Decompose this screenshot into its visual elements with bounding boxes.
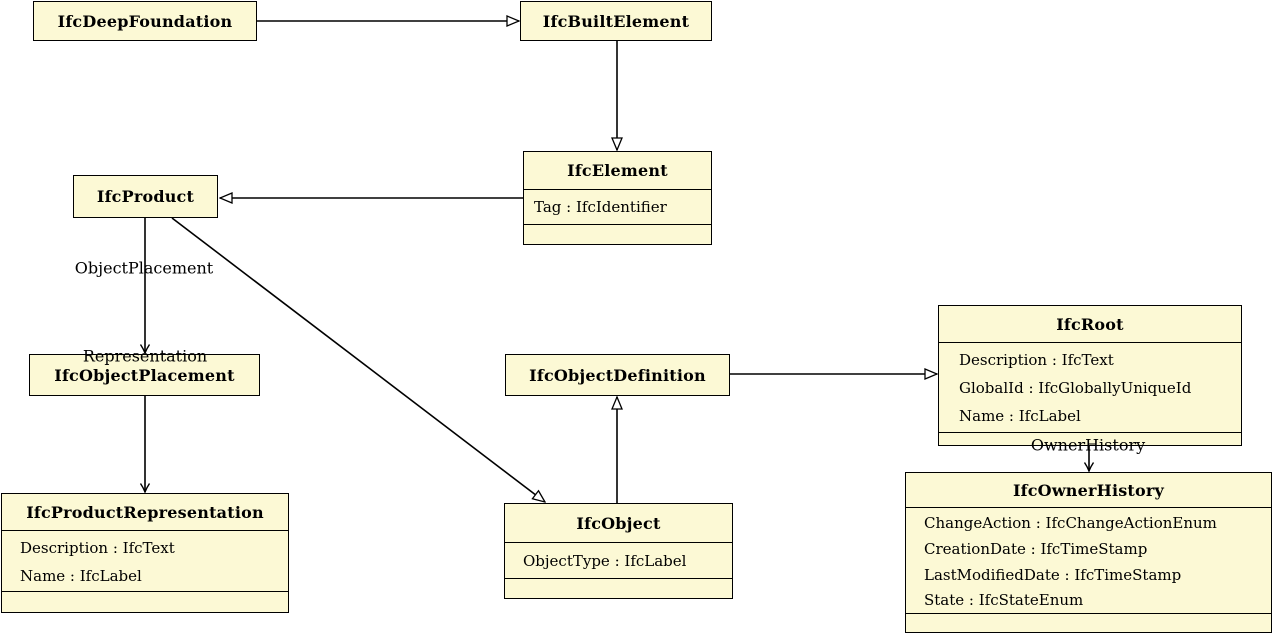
attribute-row: ObjectType : IfcLabel (523, 552, 687, 570)
class-attributes-ifcroot: Description : IfcText GlobalId : IfcGlob… (939, 343, 1241, 433)
edge-label-objectplacement: ObjectPlacement (74, 258, 214, 278)
attribute-row: LastModifiedDate : IfcTimeStamp (924, 565, 1182, 584)
attribute-row: GlobalId : IfcGloballyUniqueId (959, 379, 1192, 397)
attribute-row: Description : IfcText (959, 351, 1114, 369)
class-title-ifcobjectdefinition: IfcObjectDefinition (529, 365, 706, 385)
class-ifcbuiltelement: IfcBuiltElement (520, 1, 712, 41)
generalization-ifcproduct-to-ifcobject (171, 217, 545, 502)
edge-label-representation: Representation (82, 346, 208, 366)
class-ifcelement: IfcElement Tag : IfcIdentifier (523, 151, 712, 245)
class-ifcobjectdefinition: IfcObjectDefinition (505, 354, 730, 396)
class-ifcroot: IfcRoot Description : IfcText GlobalId :… (938, 305, 1242, 446)
class-title-ifcroot: IfcRoot (939, 306, 1241, 343)
class-attributes-ifcelement: Tag : IfcIdentifier (524, 190, 711, 225)
class-title-ifcobject: IfcObject (505, 504, 732, 543)
attribute-row: State : IfcStateEnum (924, 591, 1084, 610)
edge-label-ownerhistory: OwnerHistory (1030, 435, 1146, 455)
attribute-row: Name : IfcLabel (959, 407, 1081, 425)
class-attributes-ifcownerhistory: ChangeAction : IfcChangeActionEnum Creat… (906, 508, 1271, 614)
class-attributes-ifcproductrepresentation: Description : IfcText Name : IfcLabel (2, 531, 288, 592)
class-title-ifcownerhistory: IfcOwnerHistory (906, 473, 1271, 508)
attribute-row: ChangeAction : IfcChangeActionEnum (924, 514, 1217, 532)
class-ifcownerhistory: IfcOwnerHistory ChangeAction : IfcChange… (905, 472, 1272, 633)
class-ifcproductrepresentation: IfcProductRepresentation Description : I… (1, 493, 289, 613)
class-title-ifcdeepfoundation: IfcDeepFoundation (57, 11, 233, 31)
class-title-ifcproductrepresentation: IfcProductRepresentation (2, 494, 288, 531)
class-title-ifcelement: IfcElement (524, 152, 711, 190)
attribute-row: Tag : IfcIdentifier (534, 198, 667, 216)
class-ifcdeepfoundation: IfcDeepFoundation (33, 1, 257, 41)
class-title-ifcbuiltelement: IfcBuiltElement (542, 11, 690, 31)
class-ifcobject: IfcObject ObjectType : IfcLabel (504, 503, 733, 599)
class-title-ifcobjectplacement: IfcObjectPlacement (54, 365, 235, 385)
class-ifcobjectplacement: IfcObjectPlacement (29, 354, 260, 396)
attribute-row: Name : IfcLabel (20, 567, 142, 585)
attribute-row: CreationDate : IfcTimeStamp (924, 539, 1148, 558)
attribute-row: Description : IfcText (20, 539, 175, 557)
class-attributes-ifcobject: ObjectType : IfcLabel (505, 543, 732, 579)
class-title-ifcproduct: IfcProduct (96, 187, 195, 206)
class-ifcproduct: IfcProduct (73, 175, 218, 218)
